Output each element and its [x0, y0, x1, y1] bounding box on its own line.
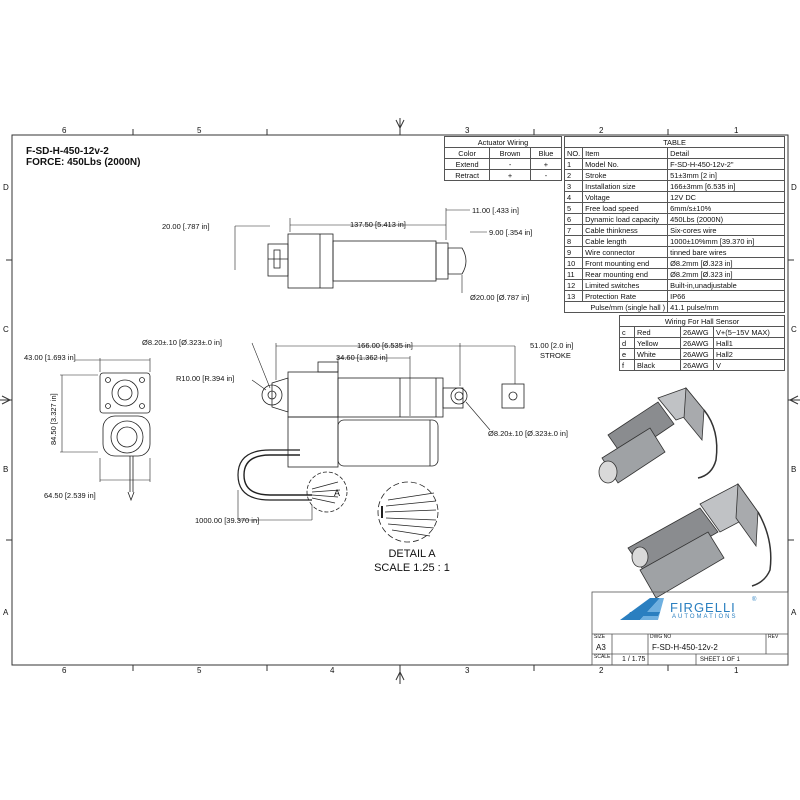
hall-cell: 26AWG	[680, 359, 714, 371]
title-block-lines	[591, 591, 789, 666]
tb-size-label: SIZE	[594, 634, 606, 640]
table-row: Retract + -	[443, 169, 563, 181]
wiring-cell: Retract	[443, 169, 491, 181]
firgelli-logo-mark	[620, 598, 664, 620]
table-row: Extend - +	[443, 158, 563, 170]
zone-label-right-a: A	[791, 608, 797, 617]
zone-label-left-b: B	[3, 465, 9, 474]
dim-r10: R10.00 [R.394 in]	[176, 374, 235, 383]
tb-size-value: A3	[596, 643, 606, 652]
side-view-actuator	[237, 361, 525, 513]
dim-20-00: 20.00 [.787 in]	[162, 222, 210, 231]
tb-dwg-label: DWG NO	[650, 634, 672, 640]
zone-label-top-6: 6	[62, 126, 67, 135]
firgelli-logo-sub: AUTOMATIONS	[672, 614, 738, 620]
zone-label-bottom-3: 3	[465, 666, 470, 675]
zone-label-bottom-5: 5	[197, 666, 202, 675]
zone-label-bottom-1: 1	[734, 666, 739, 675]
dim-64-50: 64.50 [2.539 in]	[44, 491, 96, 500]
dim-stroke-label: STROKE	[540, 351, 571, 360]
dim-diameter-8-bottom: Ø8.20±.10 [Ø.323±.0 in]	[488, 429, 568, 438]
dim-diameter-20: Ø20.00 [Ø.787 in]	[470, 293, 530, 302]
zone-label-bottom-6: 6	[62, 666, 67, 675]
zone-label-left-c: C	[3, 325, 9, 334]
dim-137-50: 137.50 [5.413 in]	[350, 220, 406, 229]
zone-label-right-c: C	[791, 325, 797, 334]
spec-cell: 2	[563, 169, 584, 181]
tb-dwg-value: F-SD-H-450-12v-2	[652, 643, 718, 652]
dim-34-60: 34.60 [1.362 in]	[336, 353, 388, 362]
zone-label-top-5: 5	[197, 126, 202, 135]
detail-marker-a: A	[334, 488, 341, 498]
table-row: Pulse/mm (single hall )41.1 pulse/mm	[563, 301, 785, 313]
detail-a-scale: SCALE 1.25 : 1	[374, 562, 450, 574]
spec-cell: 5	[563, 202, 584, 214]
tb-rev-label: REV	[768, 634, 779, 640]
render-actuator-2	[627, 482, 772, 599]
dim-11-00: 11.00 [.433 in]	[472, 206, 519, 215]
zone-label-bottom-2: 2	[599, 666, 604, 675]
force-title: FORCE: 450Lbs (2000N)	[26, 157, 141, 168]
spec-cell: 4	[563, 191, 584, 203]
tb-scale-value: 1 / 1.75	[622, 656, 646, 663]
wiring-cell: -	[529, 169, 563, 181]
dim-166: 166.00 [6.535 in]	[357, 341, 413, 350]
spec-cell: 13	[563, 290, 584, 302]
dim-84-50: 84.50 [3.327 in]	[49, 393, 58, 445]
zone-label-bottom-4: 4	[330, 666, 335, 675]
dim-43-00: 43.00 [1.693 in]	[24, 353, 76, 362]
zone-label-top-3: 3	[465, 126, 470, 135]
spec-cell: Wire connector	[582, 246, 669, 258]
top-view-actuator	[267, 233, 467, 289]
zone-label-right-d: D	[791, 183, 797, 192]
end-view	[99, 372, 151, 502]
dim-9-00: 9.00 [.354 in]	[489, 228, 533, 237]
firgelli-logo-text: FIRGELLI	[670, 600, 736, 615]
zone-label-left-d: D	[3, 183, 9, 192]
tb-scale-label: SCALE	[594, 654, 611, 660]
firgelli-logo-reg: ®	[752, 597, 757, 603]
zone-label-left-a: A	[3, 608, 9, 617]
dim-diameter-8-top: Ø8.20±.10 [Ø.323±.0 in]	[142, 338, 222, 347]
dim-51: 51.00 [2.0 in]	[530, 341, 574, 350]
detail-a-view	[377, 481, 439, 543]
zone-label-right-b: B	[791, 465, 797, 474]
zone-label-top-1: 1	[734, 126, 739, 135]
part-number-title: F-SD-H-450-12v-2	[26, 146, 109, 157]
pulse-label: Pulse/mm (single hall )	[563, 301, 669, 313]
zone-label-top-2: 2	[599, 126, 604, 135]
actuator-wiring-table: Actuator Wiring Color Brown Blue Extend …	[443, 136, 563, 181]
hall-cell: V	[713, 359, 785, 371]
pulse-value: 41.1 pulse/mm	[667, 301, 785, 313]
dim-1000: 1000.00 [39.370 in]	[195, 516, 260, 525]
tb-sheet: SHEET 1 OF 1	[700, 657, 740, 663]
render-actuator-1	[598, 386, 718, 484]
detail-a-label: DETAIL A	[388, 548, 436, 560]
